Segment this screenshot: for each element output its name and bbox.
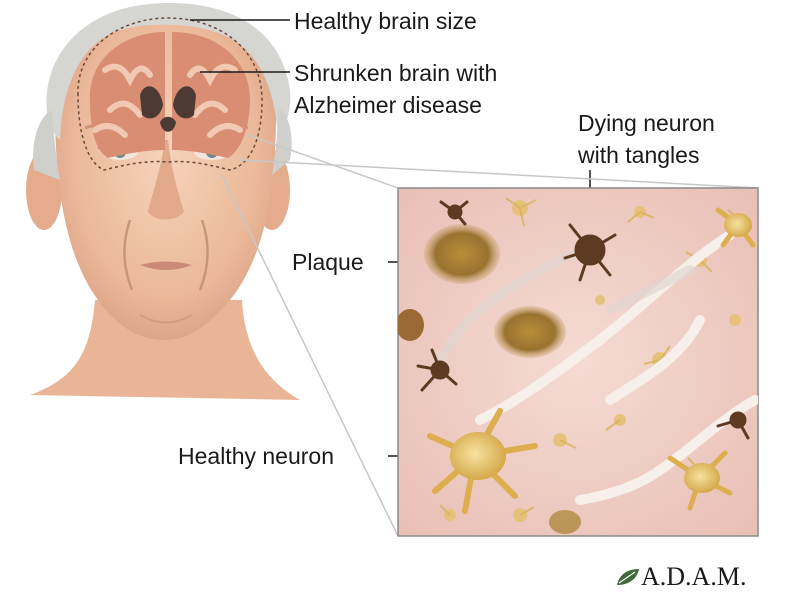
- label-plaque: Plaque: [292, 249, 364, 275]
- label-dying-neuron-line2: with tangles: [578, 142, 699, 168]
- logo-text: A.D.A.M.: [641, 562, 746, 591]
- label-dying-neuron-line1: Dying neuron: [578, 110, 715, 136]
- leaf-icon: [615, 567, 641, 587]
- label-healthy-neuron: Healthy neuron: [178, 443, 334, 469]
- label-healthy-brain-size: Healthy brain size: [294, 8, 477, 34]
- adam-logo: A.D.A.M.: [615, 562, 746, 592]
- neuron-panel: [396, 188, 758, 536]
- label-shrunken-brain-line1: Shrunken brain with: [294, 60, 497, 86]
- label-shrunken-brain-line2: Alzheimer disease: [294, 92, 482, 118]
